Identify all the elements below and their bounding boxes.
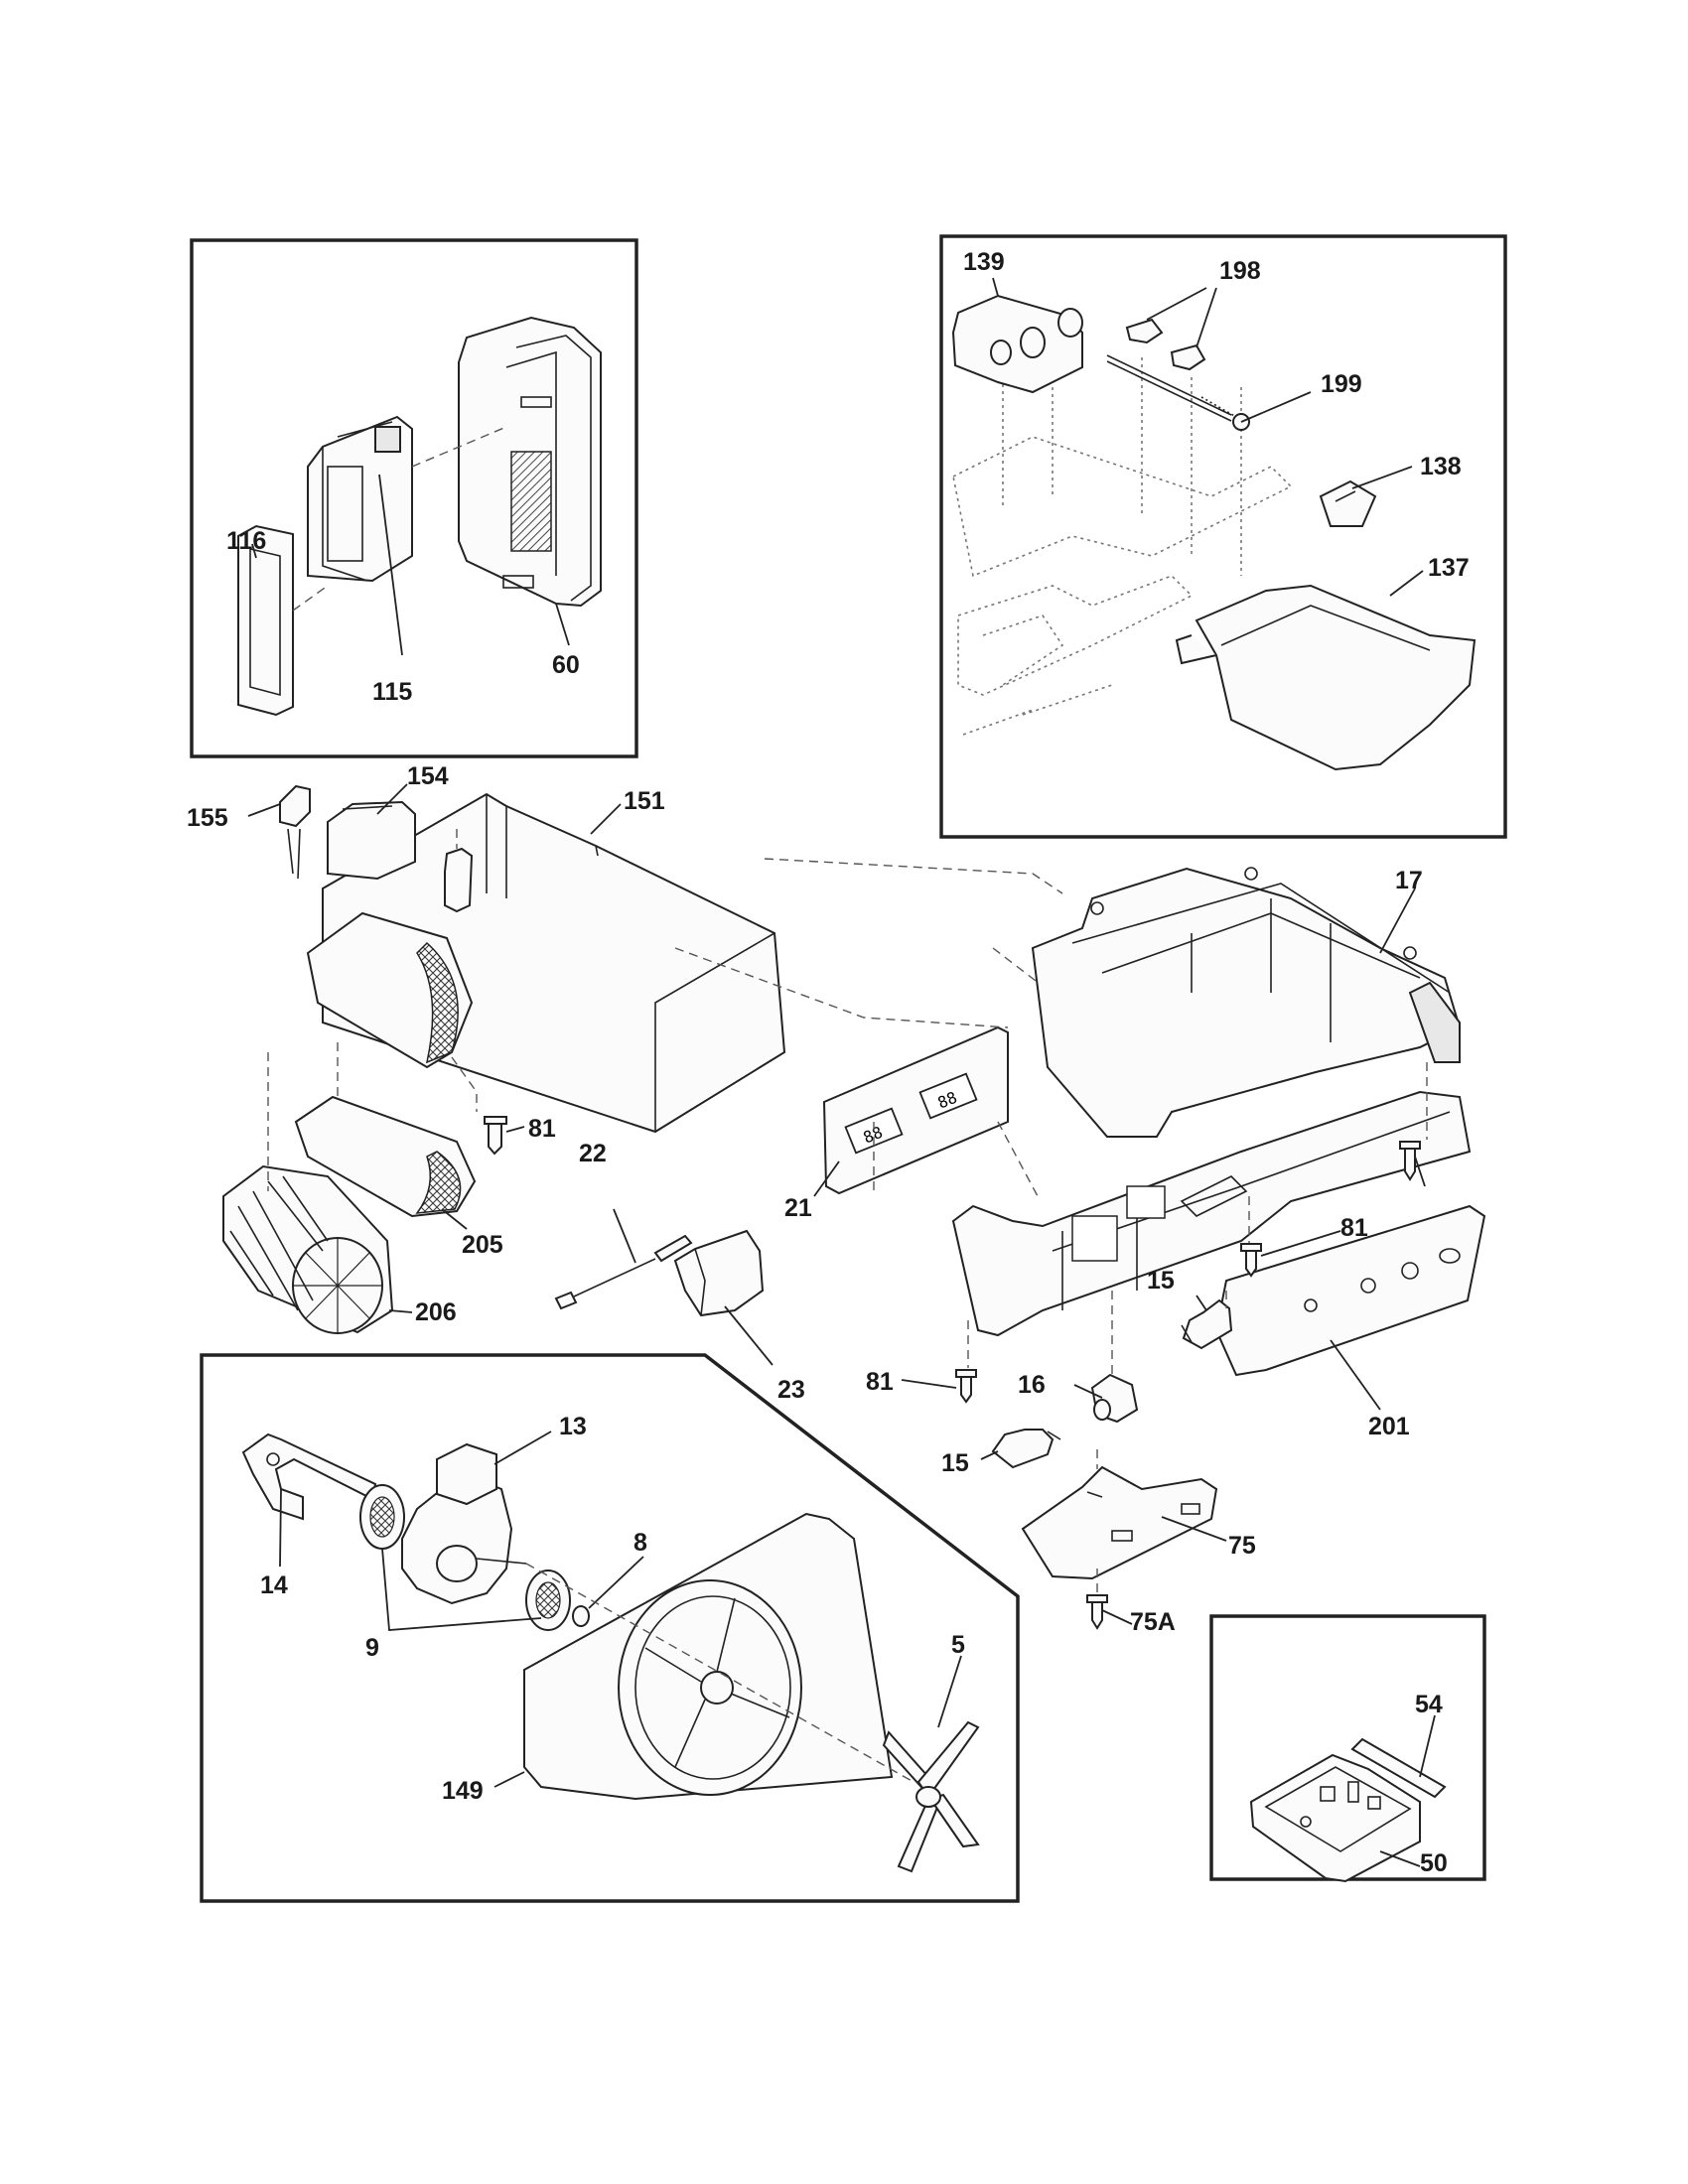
screw-81-right <box>1399 1141 1426 1187</box>
screw-81-low <box>901 1369 977 1404</box>
label-151: 151 <box>624 787 665 815</box>
label-81-right: 81 <box>1340 1214 1368 1242</box>
bulb-part-15-upper <box>1181 1295 1233 1350</box>
label-16: 16 <box>1018 1371 1046 1399</box>
screw-81-mid <box>1240 1230 1341 1278</box>
label-22: 22 <box>579 1140 607 1167</box>
grommet-part-9 <box>359 1484 571 1631</box>
label-201: 201 <box>1368 1413 1410 1440</box>
housing-part-60 <box>458 316 602 608</box>
heater-housing <box>306 911 474 1069</box>
water-valve-part-139 <box>951 294 1083 394</box>
dispenser-housing-part-17 <box>1031 867 1462 1138</box>
inset-light-switch-assembly: 54 50 <box>1209 1614 1486 1883</box>
shroud-part-149 <box>493 1512 894 1801</box>
lamp-cover-part-75 <box>1021 1465 1227 1580</box>
socket-part-16 <box>1073 1373 1139 1424</box>
screw-81-left <box>484 1116 507 1156</box>
label-137: 137 <box>1428 554 1470 582</box>
label-75A: 75A <box>1130 1608 1176 1636</box>
funnel-part-137 <box>1175 584 1477 771</box>
label-206: 206 <box>415 1298 457 1326</box>
bracket-part-138 <box>1319 479 1377 527</box>
front-frame <box>951 1090 1472 1337</box>
label-149: 149 <box>442 1777 484 1805</box>
cover-part-154 <box>327 800 416 881</box>
heater-assembly <box>222 783 786 1334</box>
label-138: 138 <box>1420 453 1462 480</box>
strip-part-54 <box>1350 1714 1447 1799</box>
clip-part-198 <box>1125 318 1206 371</box>
label-9: 9 <box>365 1634 379 1662</box>
plug-part-155 <box>279 784 311 880</box>
label-54: 54 <box>1415 1691 1443 1718</box>
label-81-left: 81 <box>528 1115 556 1143</box>
motor-part-13 <box>401 1431 552 1605</box>
trim-panel-part-201 <box>1214 1204 1486 1411</box>
label-139: 139 <box>963 248 1005 276</box>
wire-part-22 <box>554 1208 693 1310</box>
label-198: 198 <box>1219 257 1261 285</box>
washer-part-8 <box>572 1556 644 1627</box>
label-17: 17 <box>1395 867 1423 894</box>
screw-part-75A <box>1086 1594 1133 1630</box>
label-8: 8 <box>633 1529 647 1557</box>
label-21: 21 <box>784 1194 812 1222</box>
label-81-low: 81 <box>866 1368 894 1396</box>
label-14: 14 <box>260 1571 288 1599</box>
label-5: 5 <box>951 1631 965 1659</box>
inset-valve-assembly <box>939 234 1507 839</box>
filter-part-206 <box>222 1164 394 1334</box>
label-115: 115 <box>372 678 412 706</box>
label-15-upper: 15 <box>1147 1267 1175 1295</box>
housing-part-50 <box>1249 1753 1421 1883</box>
label-116: 116 <box>226 527 266 555</box>
inset-fan-assembly: 14 13 9 8 <box>200 1353 1020 1903</box>
label-23: 23 <box>777 1376 805 1404</box>
label-199: 199 <box>1321 370 1362 398</box>
label-15-lower: 15 <box>941 1449 969 1477</box>
gasket-part-116 <box>237 524 294 717</box>
label-60: 60 <box>552 651 580 679</box>
label-13: 13 <box>559 1413 587 1440</box>
cap-part-23 <box>673 1229 774 1366</box>
label-205: 205 <box>462 1231 503 1259</box>
label-155: 155 <box>187 804 228 832</box>
display-panel-part-21: 88 88 <box>813 1025 1009 1197</box>
switch-part-115 <box>307 415 413 583</box>
label-154: 154 <box>407 762 449 790</box>
fan-blade-part-5 <box>882 1655 980 1873</box>
shroud-part-205 <box>294 1095 477 1218</box>
inset-housing-assembly <box>190 238 638 758</box>
bracket-part-14 <box>241 1433 377 1568</box>
label-75: 75 <box>1228 1532 1256 1560</box>
bulb-part-15-lower <box>980 1429 1061 1469</box>
label-50: 50 <box>1420 1849 1448 1877</box>
